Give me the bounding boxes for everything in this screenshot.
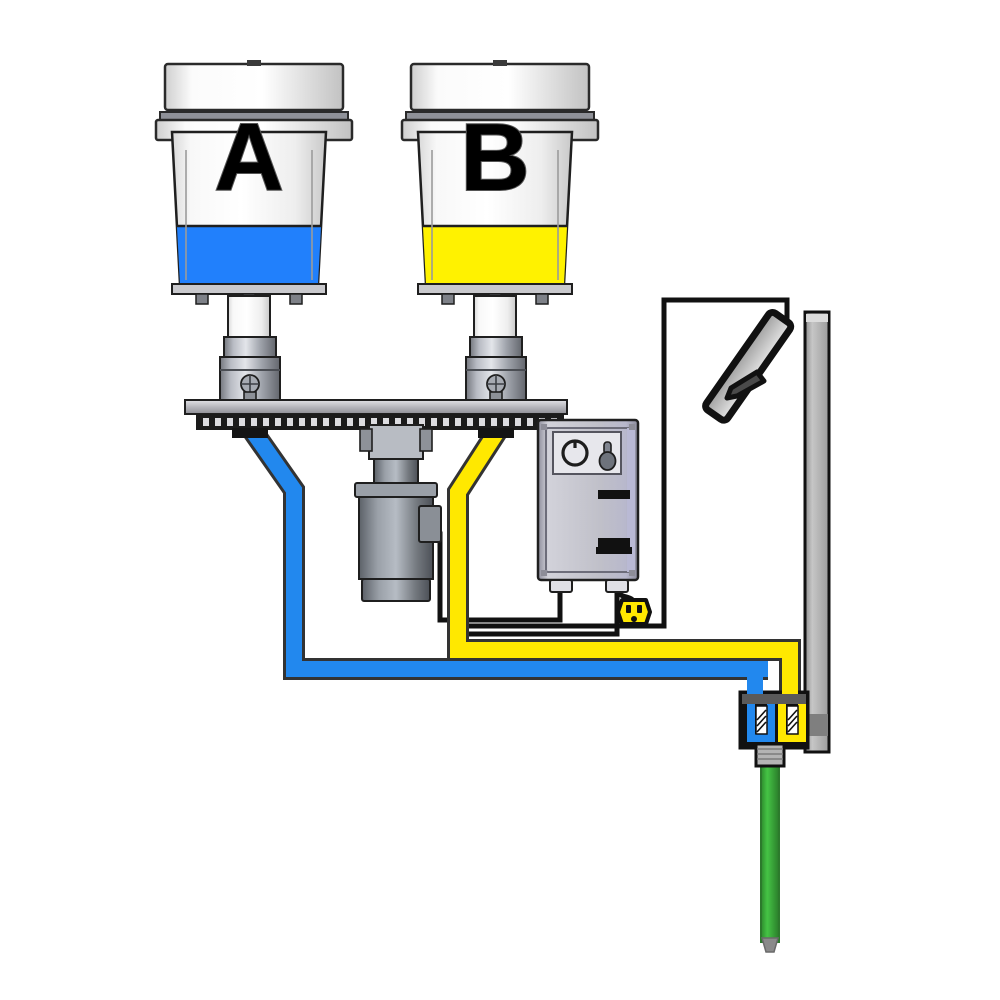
controller-screw-bl xyxy=(541,570,547,576)
chain-sprocket-b xyxy=(478,428,514,438)
wire-controller-lower xyxy=(455,588,620,637)
pole-shaft xyxy=(803,310,831,754)
chain-sprocket-a xyxy=(232,428,268,438)
manifold-blue-riser xyxy=(747,676,763,696)
hopper-b-outlet-neck xyxy=(473,295,517,339)
manifold-outlet-collar xyxy=(754,742,786,768)
hopper-a-label: A xyxy=(214,104,283,211)
pump-b-top-collar xyxy=(469,336,523,360)
wire-trigger-return xyxy=(455,596,667,629)
component-b-hose xyxy=(447,424,801,700)
motor-adapter xyxy=(373,458,419,484)
controller-screw-br xyxy=(629,570,635,576)
static-mixer-manifold[interactable] xyxy=(738,672,810,768)
motor-gearhead xyxy=(368,424,424,460)
mounting-plate xyxy=(184,399,568,415)
controller-vent-upper xyxy=(598,490,630,499)
hopper-a-bolt-1 xyxy=(195,293,209,305)
manifold-inlet-yellow xyxy=(778,698,806,742)
controller-screw-tr xyxy=(629,424,635,430)
hopper-b-base-flange xyxy=(417,283,573,295)
electrical-plug[interactable] xyxy=(616,598,652,626)
controller-side-highlight xyxy=(627,428,635,572)
pole-cap xyxy=(806,314,828,322)
manifold-top-rail xyxy=(742,694,806,704)
controller-enclosure[interactable] xyxy=(536,418,640,593)
motor-gearhead-lug-left xyxy=(359,428,373,452)
hopper-a-base-flange xyxy=(171,283,327,295)
gear-motor[interactable] xyxy=(354,424,442,602)
plug-ground-pin xyxy=(631,616,637,622)
manifold-yellow-riser xyxy=(782,672,798,696)
trigger-lever[interactable] xyxy=(724,369,767,401)
hopper-a-fill xyxy=(172,226,326,284)
nozzle-tip xyxy=(761,937,779,953)
controller-vent-lower xyxy=(598,538,630,547)
toggle-switch-icon[interactable] xyxy=(598,441,617,471)
wire-trigger-cable xyxy=(661,297,790,596)
trigger-lever-arm[interactable] xyxy=(724,369,767,401)
metering-pump-b[interactable] xyxy=(465,336,527,435)
controller-vent-lower-2 xyxy=(596,547,632,554)
controller-screw-tl xyxy=(541,424,547,430)
manifold-inlet-blue xyxy=(747,698,775,742)
plug-prong-left xyxy=(626,605,631,613)
controller-port-left[interactable] xyxy=(549,579,573,593)
hopper-b-label: B xyxy=(460,104,529,211)
mixed-output-hose xyxy=(760,761,780,943)
hopper-b-bolt-3 xyxy=(535,293,549,305)
hopper-b[interactable]: B xyxy=(400,60,600,339)
green-hose-shaft xyxy=(760,761,780,943)
motor-junction-box[interactable] xyxy=(418,505,442,543)
hopper-b-vent-cap xyxy=(493,60,507,66)
hopper-a-bolt-3 xyxy=(289,293,303,305)
motor-end-bell xyxy=(361,578,431,602)
hopper-b-bolt-1 xyxy=(441,293,455,305)
hopper-a-outlet-neck xyxy=(227,295,271,339)
applicator-pole[interactable] xyxy=(803,310,831,754)
controller-port-right[interactable] xyxy=(605,579,629,593)
metering-pump-a[interactable] xyxy=(219,336,281,435)
hopper-a[interactable]: A xyxy=(154,60,354,339)
hopper-a-vent-cap xyxy=(247,60,261,66)
pump-a-top-collar xyxy=(223,336,277,360)
motor-gearhead-lug-right xyxy=(419,428,433,452)
pole-lower-collar xyxy=(806,714,828,736)
plug-prong-right xyxy=(637,605,642,613)
component-a-hose xyxy=(242,423,768,680)
hopper-b-fill xyxy=(418,226,572,284)
motor-mount-flange xyxy=(354,482,438,498)
